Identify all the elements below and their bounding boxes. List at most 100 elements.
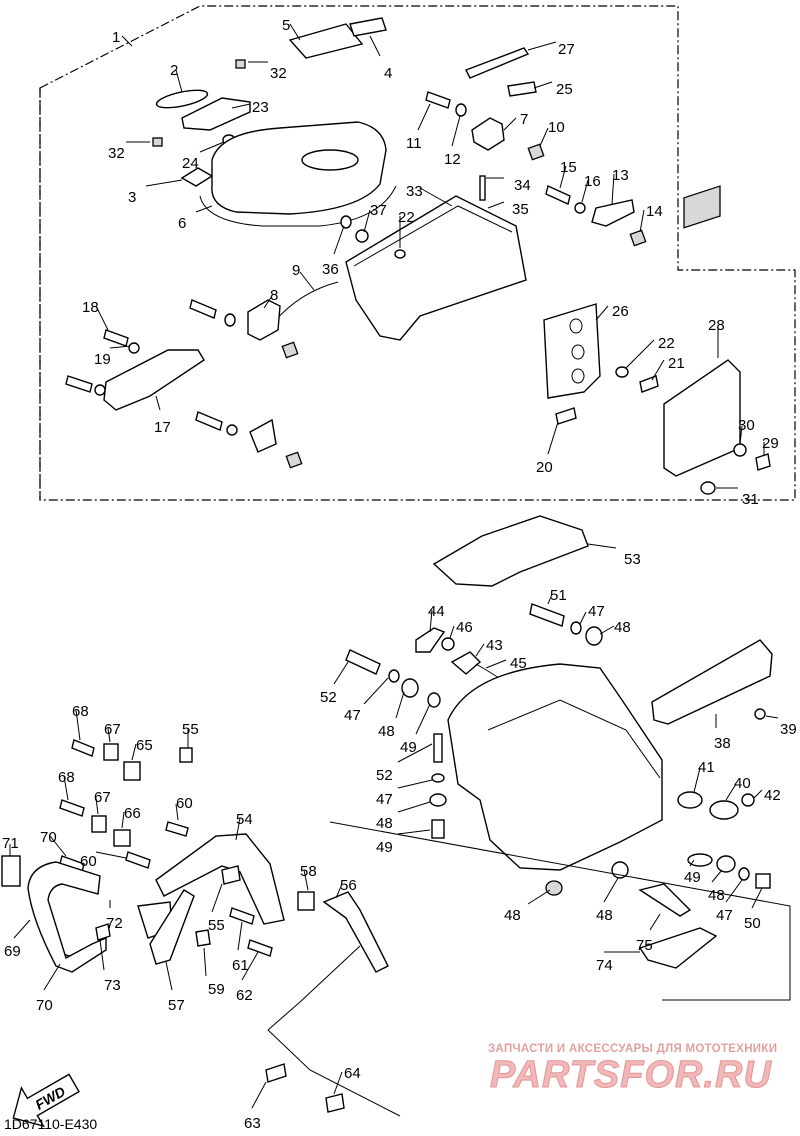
callout-label-16: 16 <box>584 173 601 190</box>
callout-label-52: 52 <box>376 767 393 784</box>
callout-label-48: 48 <box>378 723 395 740</box>
leader-line-36 <box>333 225 345 255</box>
callout-label-43: 43 <box>486 637 503 654</box>
part-26-hole-1 <box>569 318 583 334</box>
part-14-plate-left <box>285 451 303 469</box>
part-12-washer-left <box>224 313 236 327</box>
callout-label-47: 47 <box>588 603 605 620</box>
callout-label-67: 67 <box>104 721 121 738</box>
part-5-sticker <box>288 23 364 59</box>
callout-label-27: 27 <box>558 41 575 58</box>
leader-line-61 <box>237 921 243 951</box>
part-14-plate-right <box>629 229 647 247</box>
callout-label-13: 13 <box>612 167 629 184</box>
leader-line-64 <box>333 1071 343 1095</box>
callout-label-59: 59 <box>208 981 225 998</box>
callout-label-49: 49 <box>400 739 417 756</box>
part-26-hole-3 <box>571 368 585 384</box>
callout-label-48: 48 <box>596 907 613 924</box>
part-18-bolt-lower <box>65 375 93 393</box>
callout-label-44: 44 <box>428 603 445 620</box>
leader-line-33 <box>419 187 453 207</box>
leader-line-68 <box>75 709 81 741</box>
leader-line-66 <box>121 811 125 829</box>
leader-line-12 <box>451 115 461 147</box>
callout-label-48: 48 <box>376 815 393 832</box>
callout-label-73: 73 <box>104 977 121 994</box>
part-60-bolt-upper <box>165 821 189 837</box>
part-11-bolt-top <box>425 91 451 109</box>
callout-label-61: 61 <box>232 957 249 974</box>
part-16-washer-left <box>226 424 238 436</box>
leader-line-18 <box>95 305 109 331</box>
leader-line-70 <box>49 835 67 857</box>
part-74-cover <box>638 927 718 969</box>
leader-line-68 <box>63 775 69 801</box>
callout-labels: 1234567891011121314151617181920212223242… <box>2 17 797 1132</box>
footer-code: 1D67110-E430 <box>4 1116 98 1132</box>
leader-lines <box>9 23 779 1109</box>
callout-label-47: 47 <box>344 707 361 724</box>
leader-line-17 <box>155 395 161 411</box>
callout-label-34: 34 <box>514 177 531 194</box>
leader-line-73 <box>99 939 105 971</box>
leader-line-52 <box>333 661 349 685</box>
watermark-tagline: ЗАПЧАСТИ И АКСЕССУАРЫ ДЛЯ МОТОТЕХНИКИ <box>488 1043 778 1055</box>
part-37-collar <box>355 229 369 243</box>
part-20-bolt <box>555 407 577 425</box>
assembly-boundary <box>39 5 796 501</box>
callout-label-56: 56 <box>340 877 357 894</box>
leader-line-39 <box>765 715 779 719</box>
leader-line-47 <box>397 779 433 789</box>
callout-label-74: 74 <box>596 957 613 974</box>
callout-label-60: 60 <box>80 853 97 870</box>
callout-label-46: 46 <box>456 619 473 636</box>
leader-line-43 <box>475 643 485 657</box>
callout-label-65: 65 <box>136 737 153 754</box>
callout-label-57: 57 <box>168 997 185 1014</box>
part-65-rubber <box>123 761 141 781</box>
callout-label-26: 26 <box>612 303 629 320</box>
callout-label-75: 75 <box>636 937 653 954</box>
part-63-bolt <box>265 1063 287 1083</box>
part-60-bolt-lower <box>125 851 151 869</box>
callout-label-55: 55 <box>182 721 199 738</box>
part-50-cap <box>755 873 771 889</box>
callout-label-29: 29 <box>762 435 779 452</box>
leader-line-62 <box>241 951 259 981</box>
leader-line-40 <box>725 783 737 801</box>
leader-line-30 <box>739 425 743 445</box>
part-49-spacer-c <box>431 819 445 839</box>
part-51-bolt <box>529 603 565 627</box>
part-saddlebag-body <box>447 663 663 871</box>
part-2-emblem <box>155 89 209 109</box>
part-33-inner-box <box>345 195 527 341</box>
callout-label-49: 49 <box>684 869 701 886</box>
part-41-gasket <box>677 791 703 809</box>
leader-line-60 <box>95 851 127 859</box>
part-75-bracket <box>638 883 692 917</box>
part-13-bracket-right <box>591 199 635 227</box>
callout-label-30: 30 <box>738 417 755 434</box>
part-12-washer-top <box>455 103 467 117</box>
part-47-washer-a <box>570 621 582 635</box>
leader-line-47 <box>725 879 743 903</box>
leader-line-9 <box>299 271 315 291</box>
callout-label-35: 35 <box>512 201 529 218</box>
callout-label-48: 48 <box>614 619 631 636</box>
leader-line-48 <box>711 869 723 883</box>
part-13-bracket-left <box>249 418 277 453</box>
callout-label-47: 47 <box>716 907 733 924</box>
part-32-clip-left <box>152 137 163 147</box>
callout-label-62: 62 <box>236 987 253 1004</box>
leader-line-48 <box>395 691 405 719</box>
callout-label-54: 54 <box>236 811 253 828</box>
callout-label-31: 31 <box>742 491 759 508</box>
part-48-collar-a <box>585 626 603 646</box>
leader-line-67 <box>95 797 99 815</box>
callout-label-21: 21 <box>668 355 685 372</box>
leader-line-41 <box>693 767 701 793</box>
part-49-spacer-b <box>427 692 441 708</box>
part-26-hole-2 <box>571 344 585 360</box>
